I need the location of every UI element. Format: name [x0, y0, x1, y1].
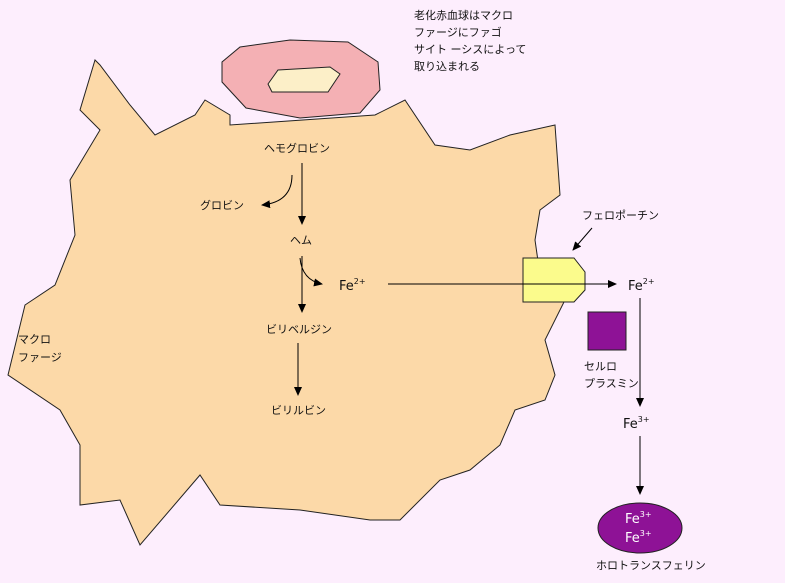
holotransferrin-ellipse: [597, 502, 683, 554]
macrophage-label-line-2: ファージ: [18, 351, 62, 364]
holotransferrin-fe-line-1: Fe3+: [625, 510, 652, 527]
red-blood-cell-center: [267, 66, 341, 93]
ferroportin-label: フェロポーチン: [582, 209, 659, 222]
ceruloplasmin-label-line-1: セルロ: [584, 360, 617, 373]
fe2-outside-label: Fe2+: [628, 277, 655, 294]
header-caption-line-2: ファージにファゴ: [414, 25, 502, 39]
arrow-heme-to-fe: [299, 257, 323, 287]
header-caption-line-3: サイト ーシスによって: [414, 43, 526, 56]
globin-label: グロビン: [200, 198, 244, 212]
ferroportin-channel: [522, 257, 586, 303]
header-caption-line-4: 取り込まれる: [414, 60, 480, 73]
holotransferrin-label: ホロトランスフェリン: [596, 559, 706, 572]
macrophage-label-line-1: マクロ: [18, 333, 51, 346]
ceruloplasmin-label-line-2: プラスミン: [584, 377, 639, 390]
macrophage-cell: [7, 59, 566, 546]
fe3-label: Fe3+: [623, 415, 650, 432]
holotransferrin-fe-line-2: Fe3+: [625, 529, 652, 546]
bilirubin-label: ビリルビン: [271, 404, 326, 417]
header-caption-line-1: 老化赤血球はマクロ: [414, 8, 513, 22]
ceruloplasmin-box: [587, 311, 627, 351]
heme-label: ヘム: [290, 234, 312, 247]
arrow-to-globin: [261, 174, 293, 209]
arrow-ferroportin-pointer: [572, 227, 593, 251]
biliverdin-label: ビリベルジン: [266, 323, 332, 336]
fe2-inside-label: Fe2+: [339, 277, 366, 294]
hemoglobin-label: ヘモグロビン: [264, 141, 330, 155]
